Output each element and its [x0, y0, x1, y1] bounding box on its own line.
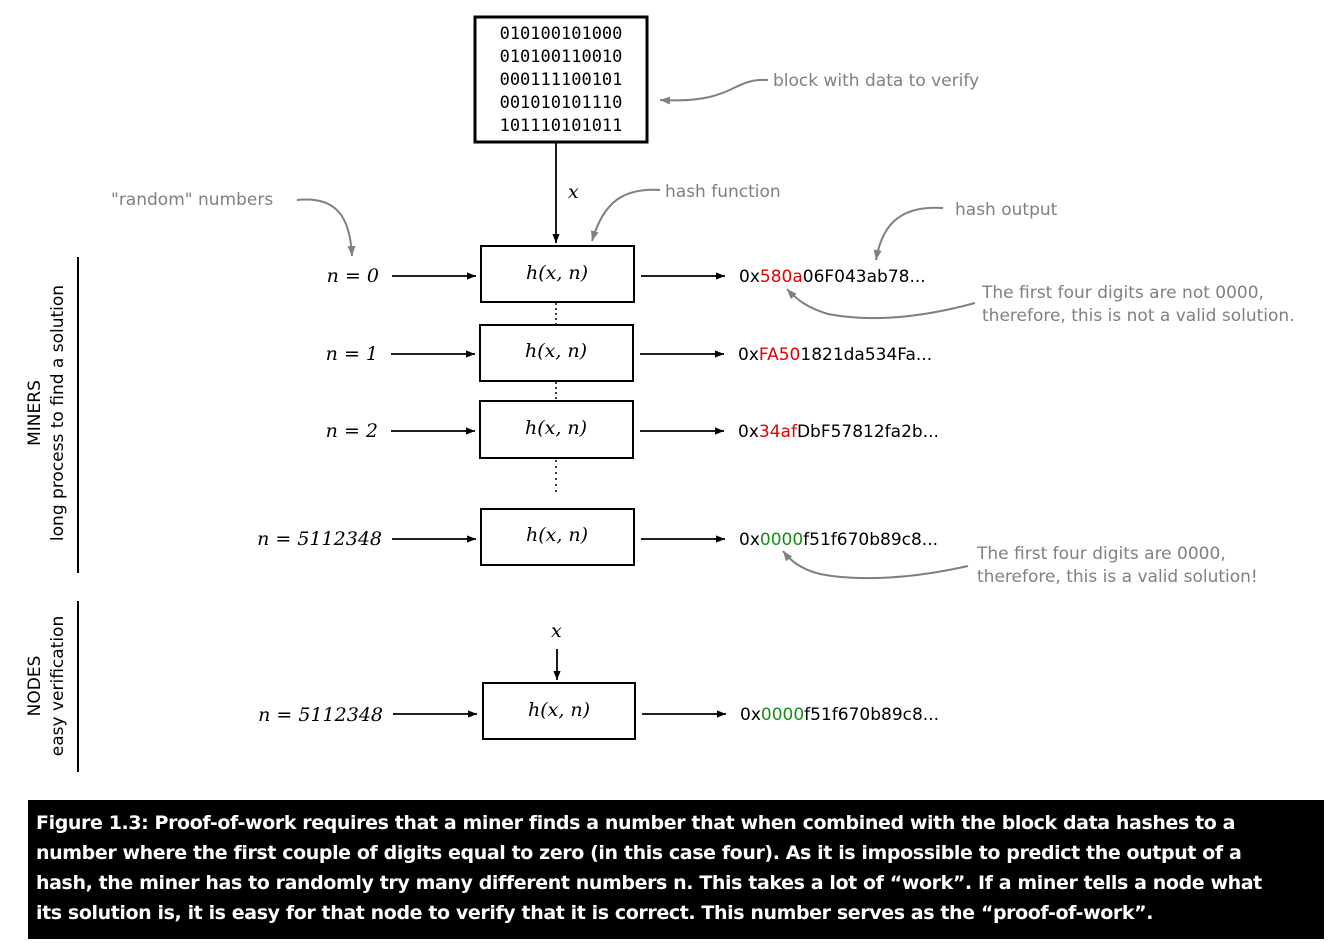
valid-note-line: therefore, this is a valid solution!	[977, 567, 1258, 587]
hash-box-label: h(x, n)	[525, 417, 587, 439]
nodes-title: NODES	[25, 656, 45, 717]
hash-leading-digits: FA50	[759, 345, 800, 365]
block-annotation-arrow	[659, 78, 769, 105]
nonce-label: n = 2	[326, 420, 378, 442]
invalid-note-line: therefore, this is not a valid solution.	[982, 306, 1295, 326]
hash-leading-digits: 34af	[759, 422, 798, 442]
hash-box	[482, 682, 636, 740]
nonce-label: n = 0	[327, 265, 379, 287]
hash-box	[480, 245, 635, 303]
caption-line: number where the first couple of digits …	[36, 842, 1242, 864]
miners-title: MINERS	[25, 380, 45, 446]
hash-prefix: 0x	[738, 422, 759, 442]
hash-box	[480, 508, 635, 566]
caption-line: Figure 1.3: Proof-of-work requires that …	[36, 812, 1236, 834]
data-block-frame	[473, 15, 649, 144]
hash-row: n = 1 h(x, n) 0xFA501821da534Fa...	[326, 324, 932, 382]
nodes-subtitle: easy verification	[48, 616, 68, 756]
data-block: 010100101000 010100110010 000111100101 0…	[473, 15, 649, 144]
block-annotation: block with data to verify	[773, 71, 979, 91]
block-line: 010100110010	[500, 47, 623, 67]
hash-output: 0x580a06F043ab78...	[739, 267, 926, 287]
hash-output: 0xFA501821da534Fa...	[738, 345, 932, 365]
caption-line: hash, the miner has to randomly try many…	[36, 872, 1262, 894]
hash-box-label: h(x, n)	[526, 262, 588, 284]
hash-leading-digits: 0000	[760, 530, 803, 550]
hash-output: 0x0000f51f670b89c8...	[740, 705, 939, 725]
hash-prefix: 0x	[739, 530, 760, 550]
random-numbers-label: "random" numbers	[111, 190, 273, 210]
hash-leading-digits: 0000	[761, 705, 804, 725]
hash-output: 0x34afDbF57812fa2b...	[738, 422, 939, 442]
x-label: x	[568, 181, 579, 203]
hash-row: n = 5112348 h(x, n) 0x0000f51f670b89c8..…	[258, 682, 939, 740]
hash-row: n = 5112348 h(x, n) 0x0000f51f670b89c8..…	[257, 508, 938, 566]
invalid-note-line: The first four digits are not 0000,	[981, 283, 1264, 303]
hash-rest: f51f670b89c8...	[804, 705, 939, 725]
caption-line: its solution is, it is easy for that nod…	[36, 902, 1154, 924]
hash-output: 0x0000f51f670b89c8...	[739, 530, 938, 550]
x-label: x	[551, 620, 562, 642]
hash-prefix: 0x	[738, 345, 759, 365]
hash-prefix: 0x	[740, 705, 761, 725]
hash-function-arrow	[590, 188, 661, 242]
hash-box-label: h(x, n)	[528, 699, 590, 721]
hash-row: n = 2 h(x, n) 0x34afDbF57812fa2b...	[326, 400, 939, 459]
nonce-label: n = 1	[326, 343, 378, 365]
hash-leading-digits: 580a	[760, 267, 803, 287]
figure-caption: Figure 1.3: Proof-of-work requires that …	[28, 800, 1324, 939]
block-line: 101110101011	[500, 116, 623, 136]
hash-box	[479, 324, 634, 382]
hash-output-label: hash output	[955, 200, 1058, 220]
hash-function-label: hash function	[665, 182, 781, 202]
hash-prefix: 0x	[739, 267, 760, 287]
block-line: 001010101110	[500, 93, 623, 113]
nonce-label: n = 5112348	[257, 528, 382, 550]
hash-rest: DbF57812fa2b...	[797, 422, 939, 442]
block-line: 000111100101	[500, 70, 623, 90]
nonce-label: n = 5112348	[258, 704, 383, 726]
hash-output-arrow	[873, 206, 944, 261]
hash-rest: f51f670b89c8...	[803, 530, 938, 550]
hash-box	[479, 400, 634, 459]
invalid-note-arrow	[786, 288, 976, 320]
hash-box-label: h(x, n)	[525, 340, 587, 362]
hash-rest: 06F043ab78...	[803, 267, 926, 287]
valid-note-arrow	[782, 550, 969, 580]
hash-box-label: h(x, n)	[526, 524, 588, 546]
hash-row: n = 0 h(x, n) 0x580a06F043ab78...	[327, 245, 926, 303]
valid-note-line: The first four digits are 0000,	[976, 544, 1226, 564]
miners-subtitle: long process to find a solution	[48, 285, 68, 541]
block-line: 010100101000	[500, 24, 623, 44]
random-numbers-arrow	[296, 198, 356, 257]
hash-rest: 1821da534Fa...	[800, 345, 932, 365]
